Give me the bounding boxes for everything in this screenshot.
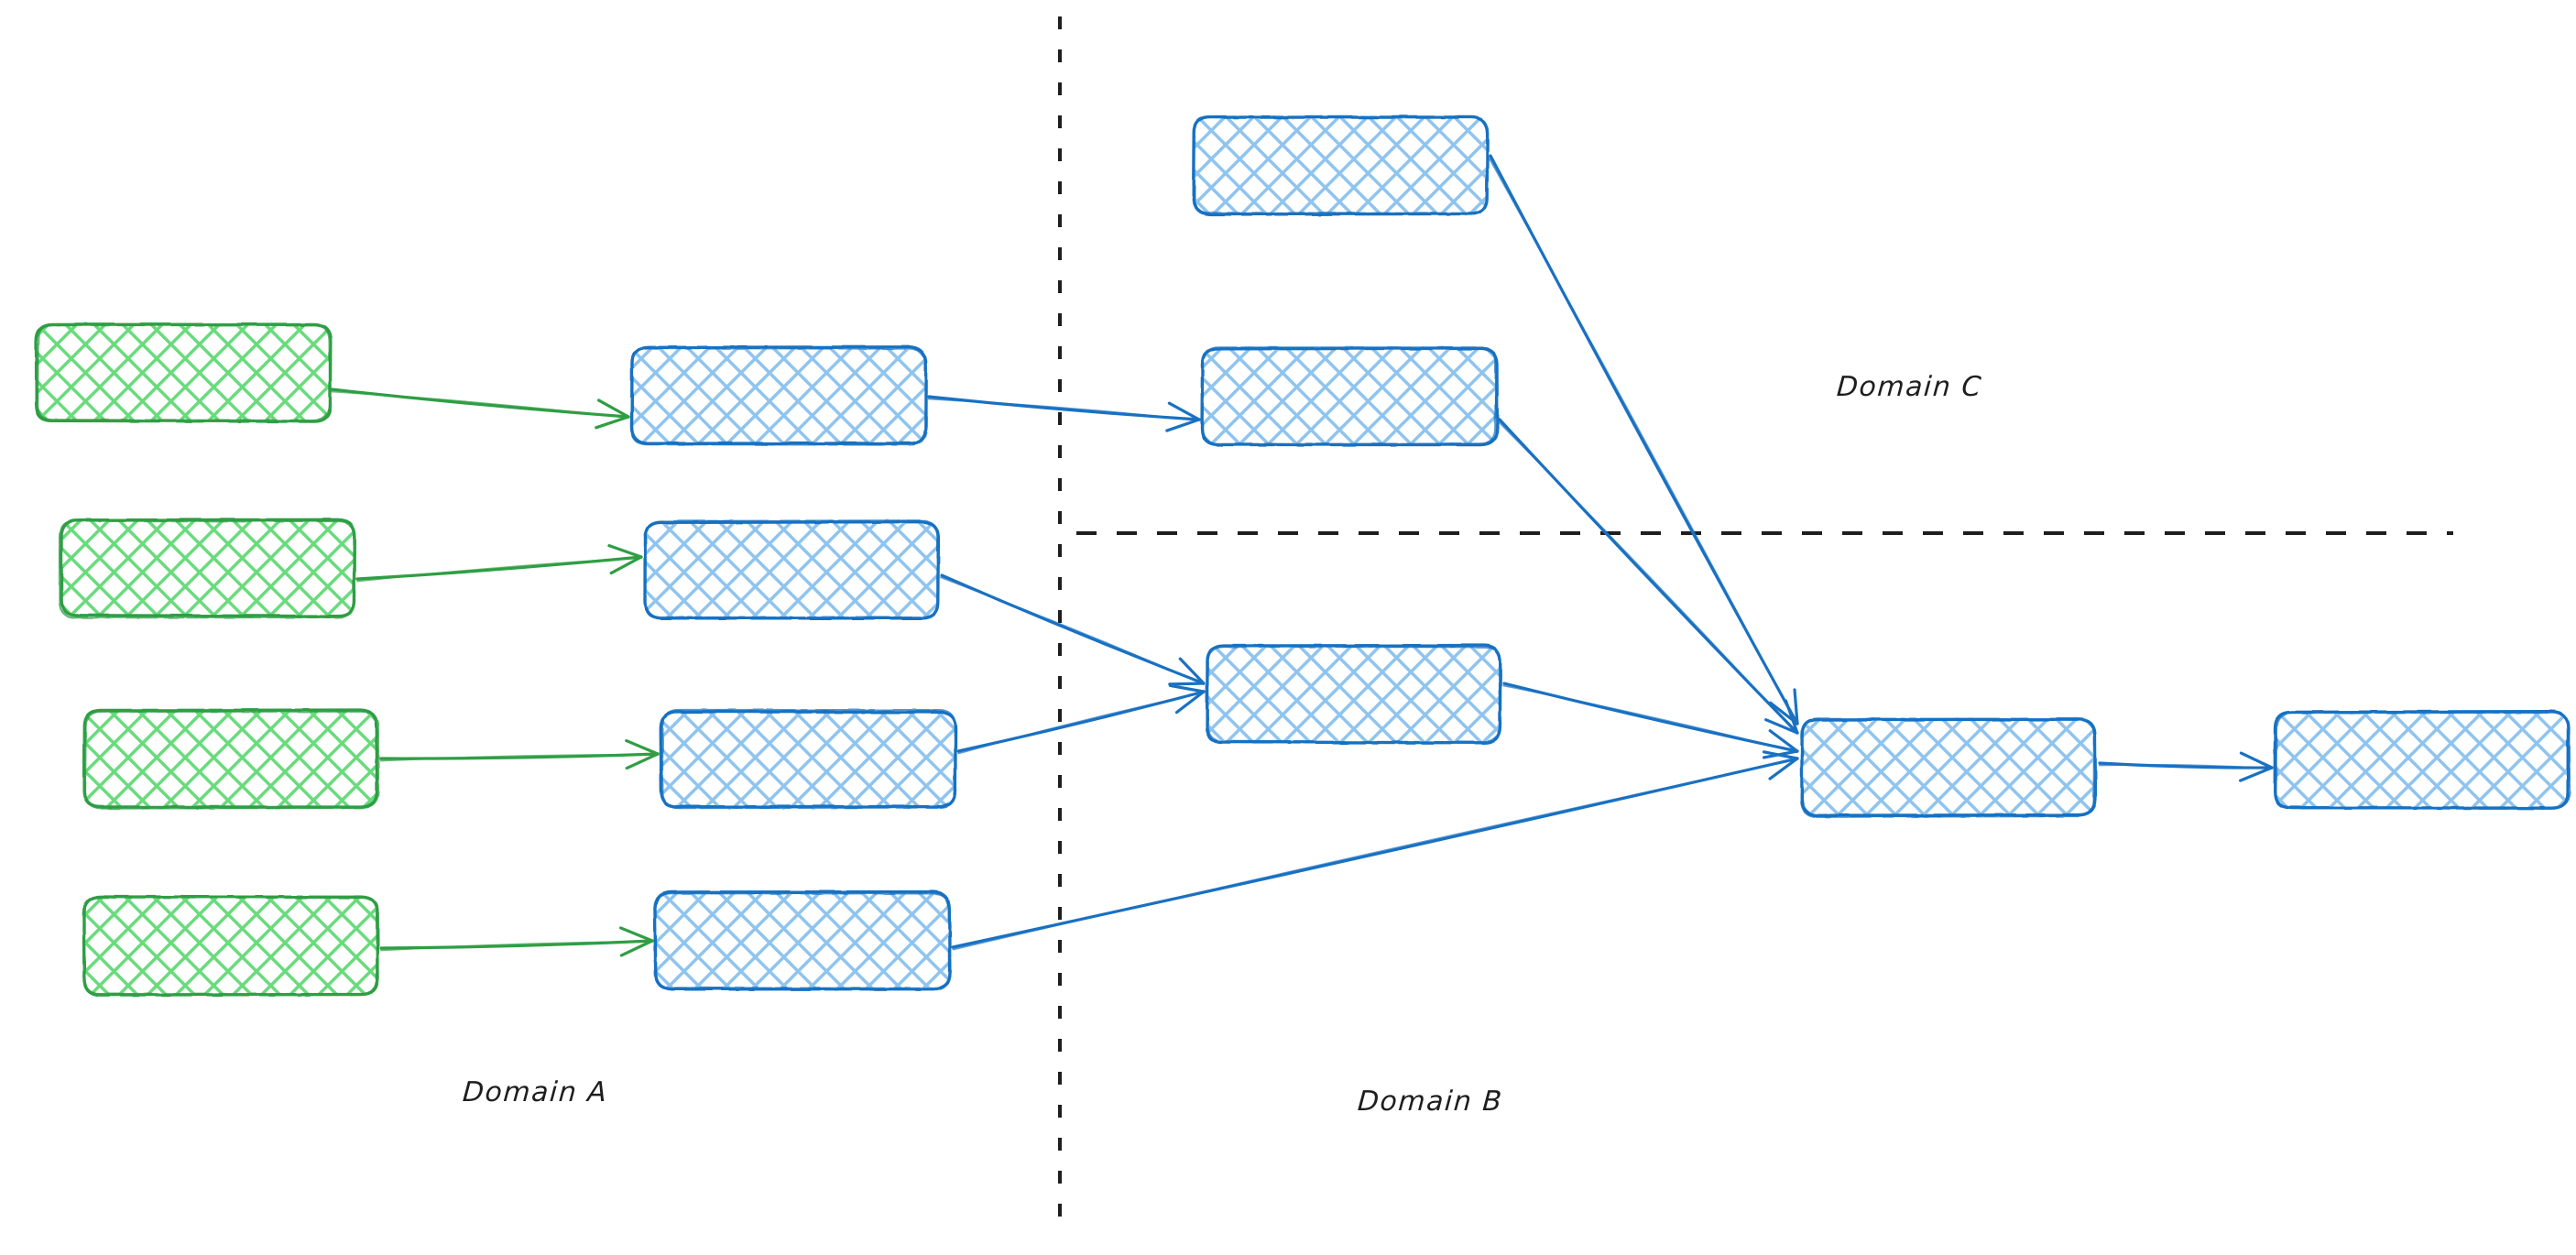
blue-node-9[interactable] bbox=[2275, 712, 2570, 809]
edge-b4-d1[interactable] bbox=[953, 752, 1797, 950]
edge-arrowhead-barb-2 bbox=[1170, 685, 1204, 692]
edge-c1-d1[interactable] bbox=[1489, 156, 1797, 724]
edge-b2-c3[interactable] bbox=[941, 575, 1204, 684]
node-fill bbox=[84, 897, 378, 994]
edge-a2-b2[interactable] bbox=[357, 546, 641, 582]
node-fill bbox=[1206, 646, 1501, 743]
edges-layer bbox=[332, 156, 2272, 955]
edge-b3-c3[interactable] bbox=[958, 685, 1204, 753]
nodes-layer bbox=[37, 116, 2570, 995]
node-fill bbox=[2276, 713, 2570, 809]
node-fill bbox=[1193, 117, 1487, 213]
blue-node-6[interactable] bbox=[1202, 347, 1497, 444]
edge-c2-d1[interactable] bbox=[1498, 420, 1797, 734]
edge-arrowhead-barb-1 bbox=[596, 417, 628, 428]
domain-c-label: Domain C bbox=[1836, 371, 1983, 403]
blue-node-1[interactable] bbox=[631, 347, 926, 445]
domain-b-label: Domain B bbox=[1357, 1086, 1504, 1118]
blue-node-2[interactable] bbox=[644, 520, 938, 618]
green-node-4[interactable] bbox=[83, 897, 377, 995]
green-node-3[interactable] bbox=[83, 710, 378, 808]
edge-a3-b3[interactable] bbox=[381, 741, 658, 769]
blue-node-5[interactable] bbox=[1193, 116, 1487, 213]
edge-arrowhead-barb-2 bbox=[621, 928, 652, 941]
edge-a4-b4[interactable] bbox=[381, 928, 652, 955]
node-fill bbox=[37, 325, 330, 421]
edge-b1-c2[interactable] bbox=[929, 397, 1199, 431]
green-node-1[interactable] bbox=[37, 324, 331, 421]
node-fill bbox=[644, 522, 938, 618]
node-fill bbox=[60, 519, 355, 617]
node-fill bbox=[83, 711, 377, 807]
edge-arrowhead-barb-1 bbox=[2241, 768, 2272, 780]
edge-a1-b1[interactable] bbox=[332, 389, 628, 428]
edge-arrowhead-barb-2 bbox=[627, 741, 658, 754]
edge-arrowhead-barb-1 bbox=[1170, 683, 1204, 684]
node-fill bbox=[656, 892, 949, 989]
edge-arrowhead-barb-1 bbox=[1167, 420, 1199, 431]
node-fill bbox=[1203, 347, 1496, 444]
node-fill bbox=[661, 711, 955, 807]
edge-c3-d1[interactable] bbox=[1503, 683, 1797, 758]
edge-arrowhead-barb-2 bbox=[2241, 753, 2272, 768]
domain-a-label: Domain A bbox=[462, 1076, 609, 1108]
green-node-2[interactable] bbox=[60, 519, 355, 617]
edge-arrowhead-barb-2 bbox=[609, 546, 641, 557]
node-fill bbox=[632, 348, 926, 444]
blue-node-3[interactable] bbox=[660, 710, 955, 808]
edge-d1-d2[interactable] bbox=[2100, 753, 2272, 780]
node-fill bbox=[1801, 719, 2094, 815]
blue-node-8[interactable] bbox=[1801, 719, 2095, 817]
blue-node-7[interactable] bbox=[1206, 646, 1501, 744]
blue-node-4[interactable] bbox=[655, 892, 951, 990]
